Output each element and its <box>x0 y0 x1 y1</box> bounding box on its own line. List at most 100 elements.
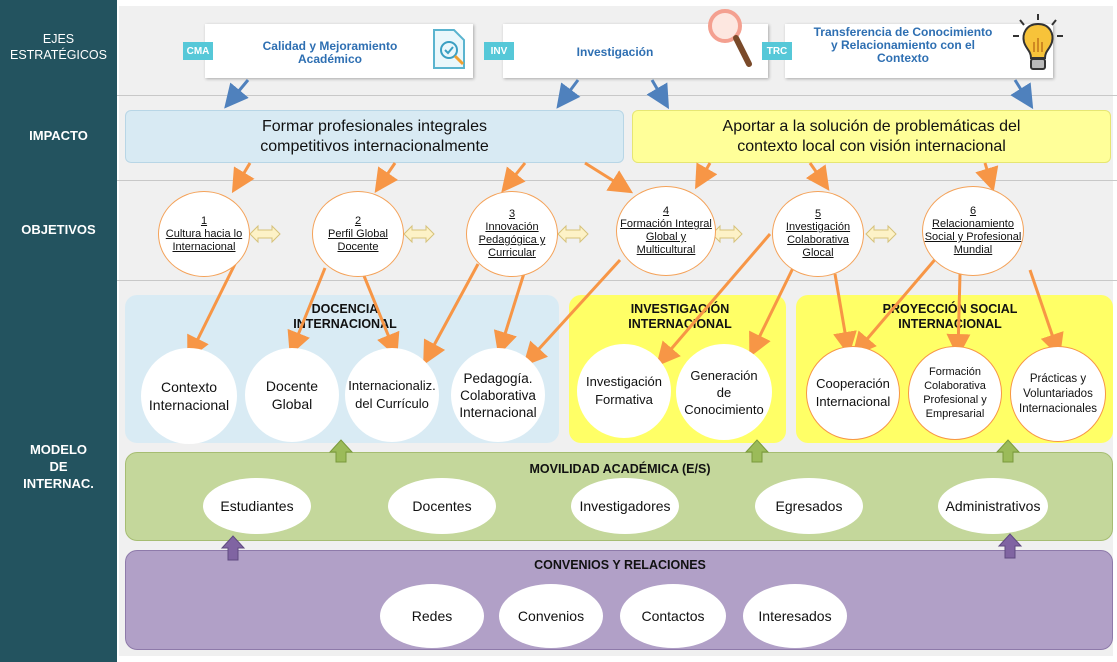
row-label-objetivos: OBJETIVOS <box>0 214 117 244</box>
panel-investigacion-title: INVESTIGACIÓN INTERNACIONAL <box>590 302 770 332</box>
row-label-impacto-text: IMPACTO <box>29 127 88 143</box>
eje-tag-trc: TRC <box>762 42 792 60</box>
row-label-ejes-line1: EJES <box>42 32 75 46</box>
objetivo-2-num: 2 <box>354 214 362 227</box>
objetivo-6-num: 6 <box>969 205 977 217</box>
eje-title-trc-line3: Contexto <box>877 51 929 65</box>
docencia-item-contexto: Contexto Internacional <box>141 348 237 444</box>
eje-title-cma-line2: Académico <box>297 52 363 66</box>
movilidad-item-investigadores: Investigadores <box>571 478 679 534</box>
row-divider <box>117 280 1117 281</box>
row-labels-column <box>0 0 117 662</box>
row-label-modelo: MODELO DE INTERNAC. <box>0 436 117 496</box>
docencia-item-curriculo-line2: del Currículo <box>355 396 429 411</box>
panel-investigacion-title-line1: INVESTIGACIÓN <box>630 302 730 316</box>
eje-title-trc: Transferencia de Conocimiento y Relacion… <box>798 26 1008 65</box>
objetivo-5-line3: Glocal <box>802 247 834 259</box>
objetivo-3-line1: Innovación <box>485 221 539 233</box>
objetivo-1-line2: Internacional <box>172 240 236 253</box>
objetivo-4-line2: Global y <box>645 231 687 243</box>
proyeccion-item-formacion-line2: Colaborativa <box>924 380 986 392</box>
proyeccion-item-cooperacion-line2: Internacional <box>815 394 891 409</box>
eje-title-cma-line1: Calidad y Mejoramiento <box>262 39 398 53</box>
row-label-objetivos-text: OBJETIVOS <box>21 221 96 237</box>
proyeccion-item-practicas-line2: Voluntariados <box>1023 387 1093 400</box>
docencia-item-docente: Docente Global <box>245 348 339 442</box>
proyeccion-item-formacion-line4: Empresarial <box>925 408 985 420</box>
objetivo-5-num: 5 <box>814 208 822 220</box>
convenios-item-convenios: Convenios <box>499 584 603 648</box>
docencia-item-pedagogia-line2: Colaborativa <box>460 387 536 403</box>
objetivo-1: 1 Cultura hacia lo Internacional <box>158 191 250 277</box>
objetivo-1-line1: Cultura hacia lo <box>165 227 243 240</box>
movilidad-item-docentes: Docentes <box>388 478 496 534</box>
convenios-item-contactos: Contactos <box>620 584 726 648</box>
objetivo-3-num: 3 <box>508 208 516 220</box>
objetivo-6-line1: Relacionamiento <box>932 218 1014 230</box>
panel-docencia-title: DOCENCIA INTERNACIONAL <box>250 302 440 332</box>
objetivo-2-line1: Perfil Global <box>328 227 388 240</box>
objetivo-5-line1: Investigación <box>785 221 851 233</box>
impact-box-aportar-line1: Aportar a la solución de problemáticas d… <box>722 117 1021 135</box>
convenios-item-interesados: Interesados <box>743 584 847 648</box>
objetivo-4-line1: Formación Integral <box>620 218 712 230</box>
magnifier-icon <box>708 9 752 67</box>
row-divider <box>117 95 1117 96</box>
objetivo-4-line3: Multicultural <box>636 244 696 256</box>
investigacion-item-generacion-line1: Generación <box>690 367 758 383</box>
objetivo-6-line2: Social y Profesional <box>924 231 1022 243</box>
row-divider <box>117 180 1117 181</box>
impact-box-formar-line2: competitivos internacionalmente <box>260 137 489 155</box>
objetivo-3: 3 Innovación Pedagógica y Curricular <box>466 191 558 277</box>
investigacion-item-formativa-line1: Investigación <box>586 374 662 389</box>
docencia-item-curriculo: Internacionaliz. del Currículo <box>345 348 439 442</box>
objetivo-2: 2 Perfil Global Docente <box>312 191 404 277</box>
proyeccion-item-formacion-line1: Formación <box>929 366 981 378</box>
panel-proyeccion-title-line2: INTERNACIONAL <box>898 317 1002 331</box>
investigacion-item-generacion-line3: Conocimiento <box>684 401 764 417</box>
proyeccion-item-formacion: Formación Colaborativa Profesional y Emp… <box>908 346 1002 440</box>
eje-title-cma: Calidad y Mejoramiento Académico <box>240 40 420 66</box>
impact-box-formar-line1: Formar profesionales integrales <box>262 117 487 135</box>
proyeccion-item-practicas-line1: Prácticas y <box>1029 372 1087 385</box>
docencia-item-docente-line1: Docente <box>265 378 319 394</box>
docencia-item-docente-line2: Global <box>271 396 313 412</box>
panel-docencia-title-line1: DOCENCIA <box>311 302 379 316</box>
docencia-item-curriculo-line1: Internacionaliz. <box>348 378 436 393</box>
proyeccion-item-cooperacion-line1: Cooperación <box>816 376 890 391</box>
row-label-impacto: IMPACTO <box>0 120 117 150</box>
eje-title-inv: Investigación <box>540 46 690 59</box>
eje-tag-inv: INV <box>484 42 514 60</box>
row-label-modelo-line2: DE <box>49 458 68 474</box>
proyeccion-item-cooperacion: Cooperación Internacional <box>806 346 900 440</box>
impact-box-aportar: Aportar a la solución de problemáticas d… <box>632 110 1111 163</box>
eje-title-trc-line1: Transferencia de Conocimiento <box>813 25 993 39</box>
objetivo-5: 5 Investigación Colaborativa Glocal <box>772 191 864 277</box>
docencia-item-contexto-line1: Contexto <box>160 379 218 395</box>
movilidad-title: MOVILIDAD ACADÉMICA (E/S) <box>529 462 711 476</box>
row-label-modelo-line1: MODELO <box>29 441 88 457</box>
band-convenios <box>125 550 1113 650</box>
objetivo-4-num: 4 <box>662 205 670 217</box>
convenios-title: CONVENIOS Y RELACIONES <box>534 558 706 572</box>
objetivo-3-line3: Curricular <box>488 247 536 259</box>
proyeccion-item-practicas: Prácticas y Voluntariados Internacionale… <box>1010 346 1106 442</box>
objetivo-6: 6 Relacionamiento Social y Profesional M… <box>922 186 1024 276</box>
objetivo-6-line3: Mundial <box>953 244 993 256</box>
eje-title-trc-line2: y Relacionamiento con el <box>830 38 976 52</box>
objetivo-5-line2: Colaborativa <box>787 234 849 246</box>
convenios-item-redes: Redes <box>380 584 484 648</box>
docencia-item-pedagogia: Pedagogía. Colaborativa Internacional <box>451 348 545 442</box>
eje-card-cma <box>205 24 473 78</box>
lightbulb-icon <box>1013 14 1063 70</box>
impact-box-aportar-line2: contexto local con visión internacional <box>737 137 1006 155</box>
investigacion-item-generacion: Generación de Conocimiento <box>676 344 772 440</box>
proyeccion-item-formacion-line3: Profesional y <box>923 394 987 406</box>
objetivo-2-line2: Docente <box>337 240 379 253</box>
eje-card-trc <box>785 24 1053 78</box>
objetivo-4: 4 Formación Integral Global y Multicultu… <box>616 186 716 276</box>
panel-docencia-title-line2: INTERNACIONAL <box>293 317 397 331</box>
docencia-item-pedagogia-line1: Pedagogía. <box>463 370 533 386</box>
investigacion-item-formativa: Investigación Formativa <box>577 344 671 438</box>
eje-tag-cma: CMA <box>183 42 213 60</box>
